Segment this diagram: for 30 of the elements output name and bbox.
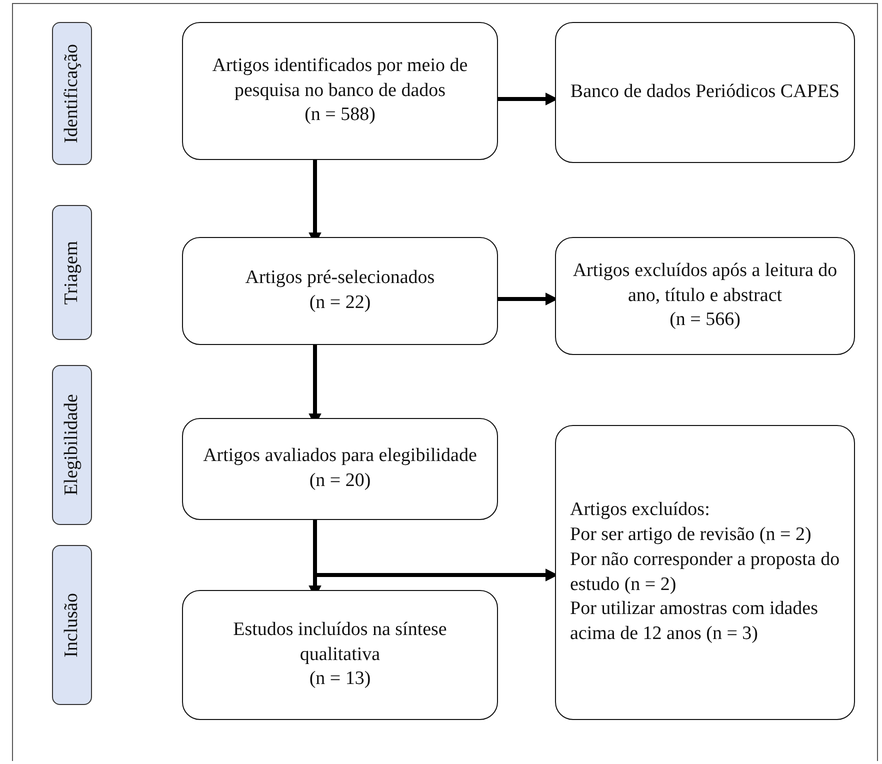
process-box <box>555 425 855 720</box>
box-text: Artigos excluídos após a leitura do ano, título e abstract <box>572 258 838 308</box>
box-text: (n = 588) <box>304 103 376 128</box>
box-text: Artigos avaliados para elegibilidade <box>203 444 477 468</box>
box-text: Estudos incluídos na síntese qualitativa <box>232 618 448 667</box>
process-box <box>182 418 498 520</box>
process-box <box>555 22 855 163</box>
stage-label: Elegibilidade <box>61 394 83 496</box>
stage-label: Identificação <box>61 44 83 144</box>
box-text: (n = 20) <box>309 469 371 493</box>
box-text: (n = 566) <box>670 308 740 332</box>
stage-band <box>52 205 92 340</box>
box-text: Banco de dados Periódicos CAPES <box>570 80 840 104</box>
box-text: (n = 13) <box>309 667 371 692</box>
stage-band <box>52 22 92 165</box>
stage-label: Inclusão <box>61 592 83 658</box>
box-text: Artigos excluídos: <box>570 498 710 522</box>
box-text: Por utilizar amostras com idades acima de 12 anos (n = 3) <box>570 597 819 646</box>
stage-label: Triagem <box>61 240 83 304</box>
process-box <box>182 22 498 160</box>
stage-band <box>52 365 92 525</box>
box-text: (n = 22) <box>309 291 371 315</box>
box-text: Artigos pré-selecionados <box>245 266 435 290</box>
process-box <box>182 590 498 720</box>
box-text: Por não corresponder a proposta do estudo (n = 2) <box>570 548 840 596</box>
process-box <box>555 237 855 355</box>
box-text: Artigos identificados por meio de pesquisa no banco de dados <box>211 54 469 103</box>
process-box <box>182 237 498 345</box>
stage-band <box>52 545 92 705</box>
box-text: Por ser artigo de revisão (n = 2) <box>570 523 812 548</box>
